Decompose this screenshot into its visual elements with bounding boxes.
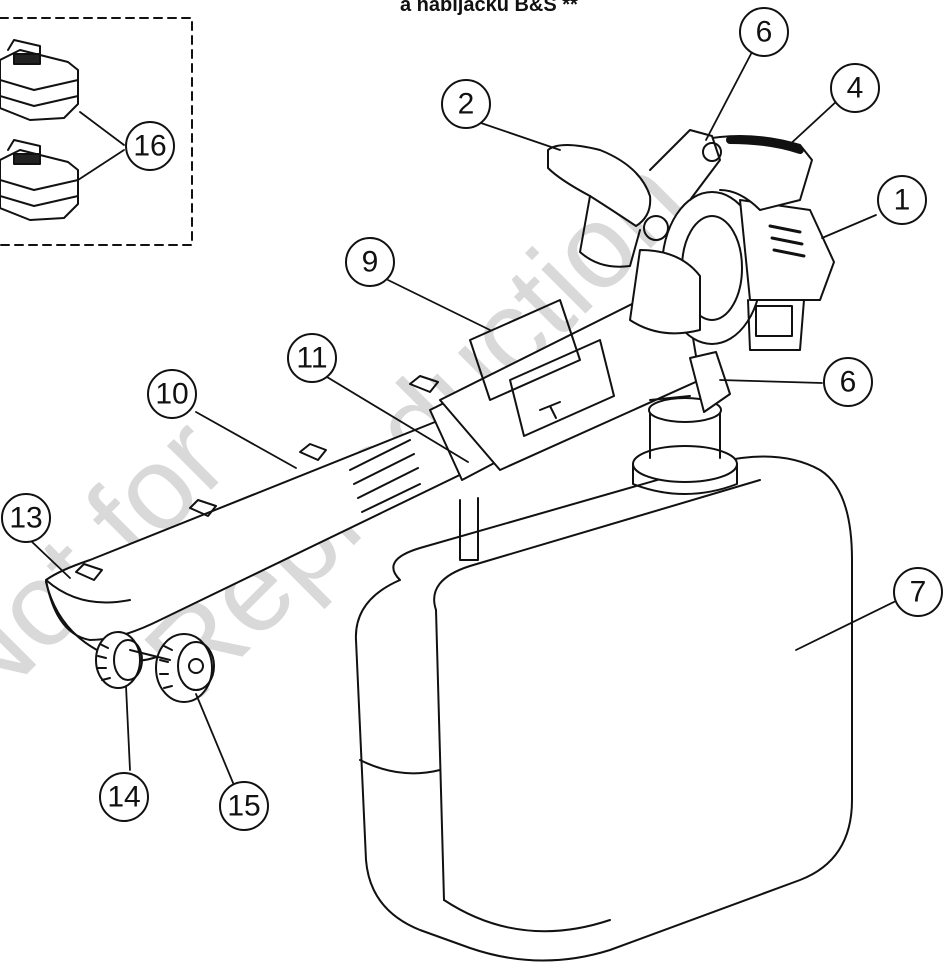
bag-collar [632, 397, 738, 495]
leader-15 [195, 693, 237, 791]
callout-circle-13 [1, 493, 51, 543]
leader-4 [705, 51, 753, 141]
rear-handle [699, 135, 813, 211]
callout-label-14: 14 [107, 781, 140, 814]
leader-9 [387, 279, 491, 331]
callout-label-7: 7 [910, 576, 927, 609]
callout-label-16: 16 [133, 130, 166, 163]
callout-label-15: 15 [227, 790, 260, 823]
collection-bag [354, 455, 853, 962]
callout-circle-11 [287, 333, 337, 383]
leader-16a [79, 111, 125, 146]
callout-label-1: 1 [894, 184, 911, 217]
wheel-axle [129, 649, 171, 661]
wheel-left [95, 631, 143, 689]
switch-lever [649, 129, 722, 201]
callout-label-11: 11 [296, 342, 327, 375]
callout-circle-10 [147, 369, 197, 419]
callout-circle-7 [893, 567, 943, 617]
battery-accessory-box [0, 17, 193, 246]
callout-circle-9 [345, 237, 395, 287]
leader-7 [795, 599, 899, 651]
callout-label-2: 2 [458, 88, 475, 121]
callout-circle-1 [877, 175, 927, 225]
callout-circle-14 [99, 772, 149, 822]
upper-tube [439, 299, 701, 471]
callout-circle-6 [823, 357, 873, 407]
leader-16b [77, 149, 125, 181]
leader-10 [195, 411, 297, 469]
callout-label-6: 6 [840, 366, 857, 399]
callout-circle-15 [219, 781, 269, 831]
callout-circle-3 [830, 63, 880, 113]
callout-label-13: 13 [9, 502, 42, 535]
leader-lines [29, 51, 899, 791]
leader-1 [821, 214, 877, 239]
motor-housing [629, 191, 763, 345]
flap-lever [649, 351, 731, 413]
callout-label-3: 4 [847, 72, 864, 105]
leader-13 [29, 539, 71, 579]
leader-14 [125, 685, 131, 771]
callout-label-4: 6 [756, 16, 773, 49]
leader-6 [719, 379, 823, 384]
battery-icon-2 [0, 139, 79, 221]
battery-icon-1 [0, 39, 79, 121]
wheel-right [155, 633, 215, 703]
callout-label-10: 10 [155, 378, 188, 411]
leader-11 [321, 373, 469, 463]
battery-slot-body [739, 199, 835, 351]
bag-hook [459, 497, 479, 561]
callout-label-9: 9 [362, 246, 379, 279]
callout-circle-16 [125, 121, 175, 171]
callout-circle-4 [739, 7, 789, 57]
leader-3 [785, 99, 839, 149]
leader-2 [477, 121, 561, 151]
header-note: a nabíjačku B&S ** [400, 0, 578, 16]
front-handle [547, 144, 669, 268]
callout-circle-2 [441, 79, 491, 129]
